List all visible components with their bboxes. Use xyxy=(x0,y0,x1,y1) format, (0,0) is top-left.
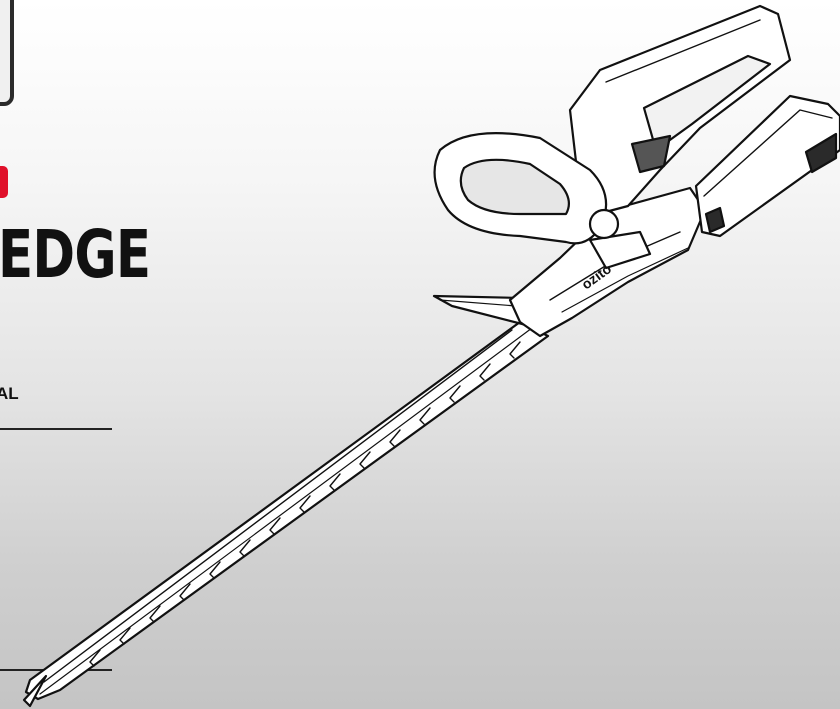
rear-handle xyxy=(568,4,792,216)
badge-frame xyxy=(0,0,14,106)
blade xyxy=(22,320,550,708)
front-handle xyxy=(433,132,620,245)
cover-subtitle: AL xyxy=(0,384,19,403)
divider-top xyxy=(0,428,112,430)
cover-title-line-1: EDGE xyxy=(0,216,151,293)
battery-pack xyxy=(694,94,840,238)
brand-mark-icon xyxy=(0,166,8,198)
motor-body xyxy=(508,186,707,338)
